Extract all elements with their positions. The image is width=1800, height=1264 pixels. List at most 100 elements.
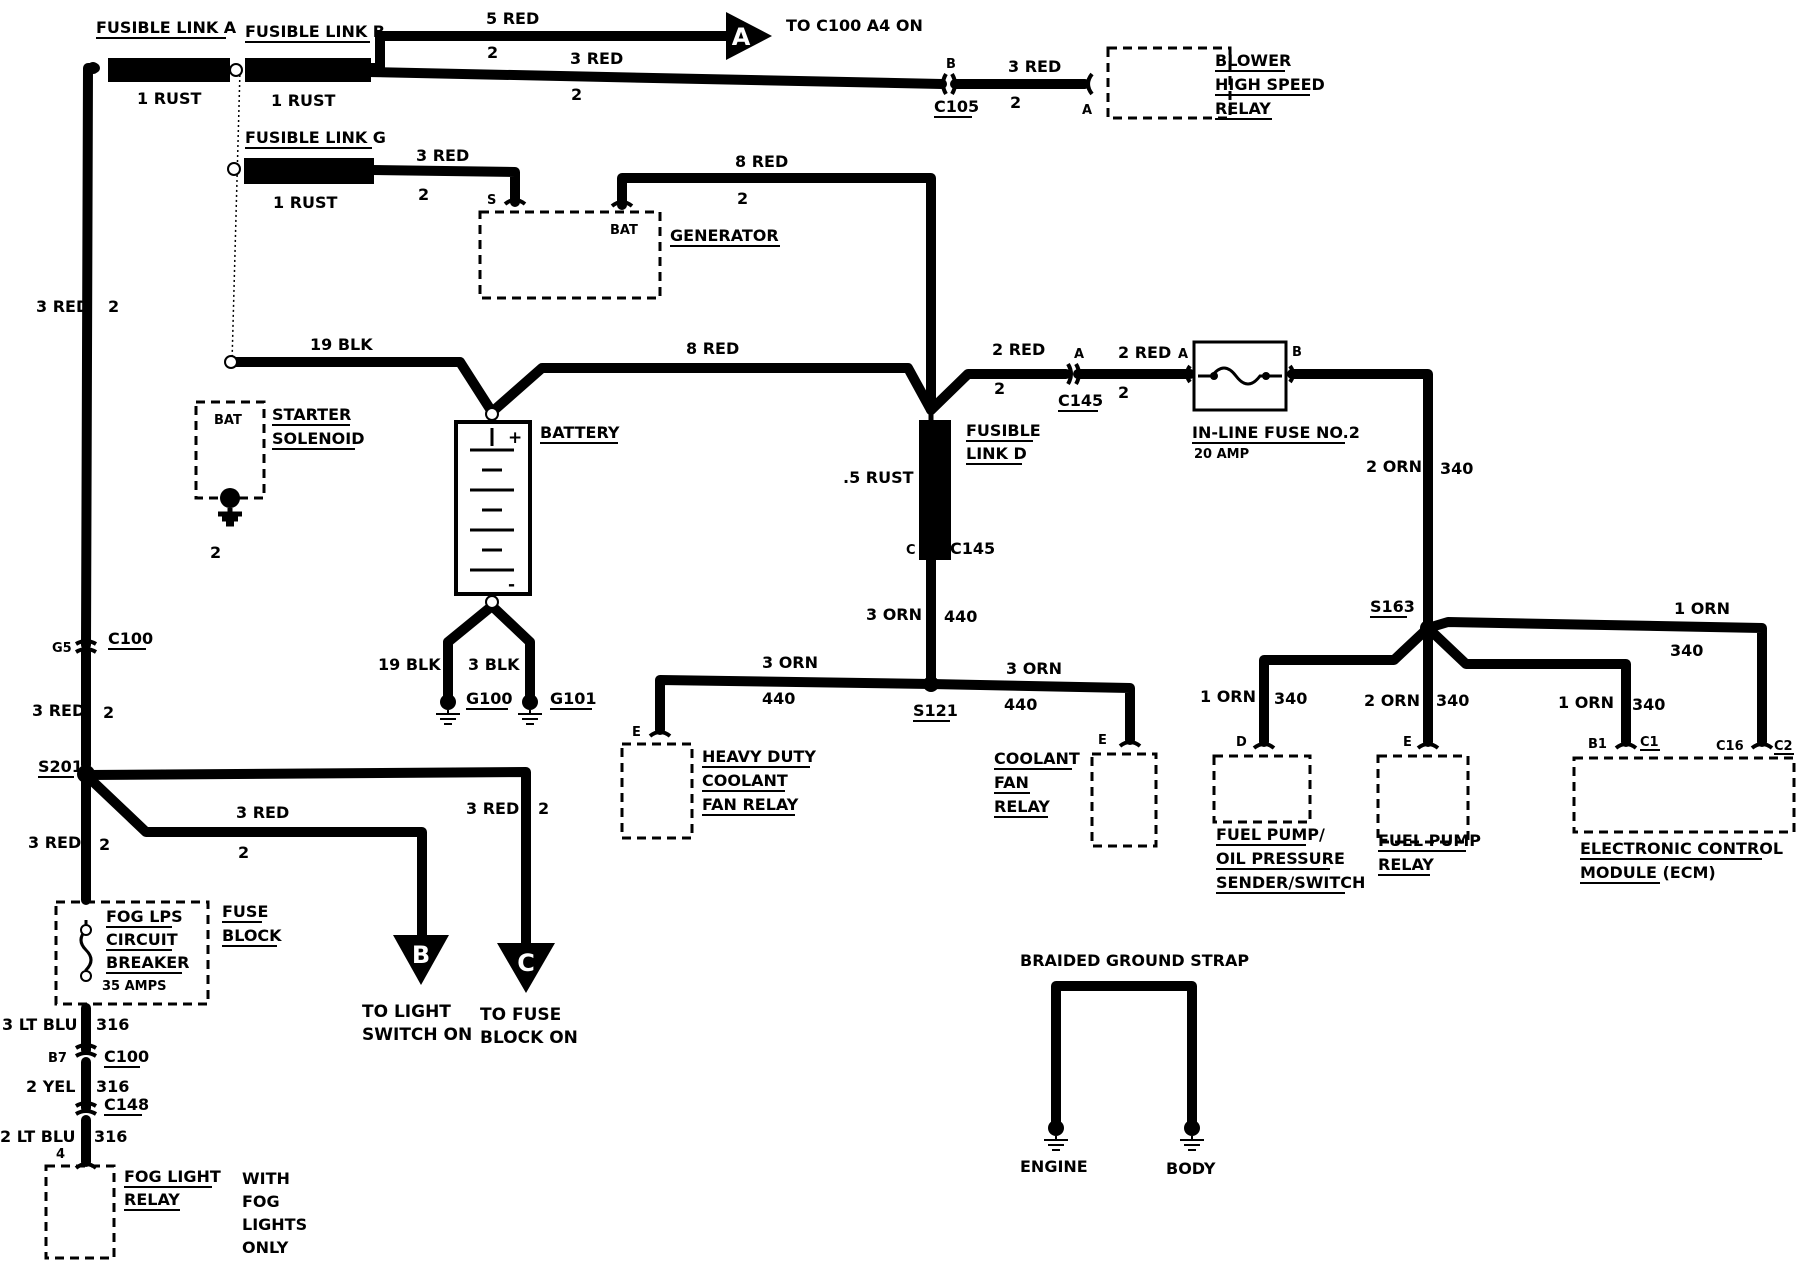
ecm-c16-orn-label: 1 ORN: [1674, 599, 1730, 618]
s201-splice: [77, 765, 95, 783]
ecm-label-1: ELECTRONIC CONTROL: [1580, 839, 1783, 858]
fan-e-pin-icon: [1118, 740, 1142, 748]
battery-label: BATTERY: [540, 423, 620, 442]
starter-label-2: SOLENOID: [272, 429, 364, 448]
c145-mid-label: C145: [950, 539, 995, 558]
five-red-label: 5 RED: [486, 9, 539, 28]
cb-label-1: FOG LPS: [106, 907, 183, 926]
red-b-label: 3 RED: [236, 803, 289, 822]
ecm-b1-orn-label: 1 ORN: [1558, 693, 1614, 712]
fp-relay-label-2: RELAY: [1378, 855, 1434, 874]
gen-s-pin: S: [487, 193, 496, 208]
wire-fan-orn: [926, 679, 1135, 745]
engine-ground-dot: [1048, 1120, 1064, 1136]
three-orn-circ: 440: [944, 607, 977, 626]
two-red-a-label: 2 RED: [992, 340, 1045, 359]
fp-relay-box: [1376, 754, 1470, 844]
wire-hd-orn: [655, 675, 936, 735]
five-red-circ: 2: [487, 43, 498, 62]
fuse-block-box: [54, 900, 210, 1006]
ecm-pin-c2: C2: [1774, 739, 1793, 754]
c100-top-label: C100: [108, 629, 153, 648]
fusible-link-a-label: FUSIBLE LINK A: [96, 18, 237, 37]
offpage-c-line2: BLOCK ON: [480, 1028, 578, 1048]
blower-relay-box: [1106, 46, 1232, 120]
red-c-circ: 2: [538, 799, 549, 818]
hd-fan-relay-box: [620, 742, 694, 840]
dotted-bus: [231, 69, 241, 363]
relay-orn-circ: 340: [1436, 691, 1469, 710]
fog-note-3: LIGHTS: [242, 1215, 307, 1234]
offpage-arrow-b: [393, 935, 449, 985]
engine-ground-icon: [1044, 1136, 1068, 1151]
offpage-c-line1: TO FUSE: [480, 1005, 561, 1025]
blower-pin-a: A: [1082, 103, 1092, 118]
lt-blu2-label: 2 LT BLU: [0, 1127, 76, 1146]
inline-fuse-rating: 20 AMP: [1194, 447, 1249, 462]
relay-orn-label: 2 ORN: [1364, 691, 1420, 710]
ecm-box: [1572, 756, 1796, 834]
c145-top-label: C145: [1058, 391, 1103, 410]
fan-pin-e: E: [1098, 733, 1107, 748]
three-red-blower-circ: 2: [571, 85, 582, 104]
fp-orn-label: 1 ORN: [1200, 687, 1256, 706]
s121-splice: [923, 676, 939, 692]
red-b-circ: 2: [238, 843, 249, 862]
g101-wire-label: 3 BLK: [468, 655, 520, 674]
three-red-blower-label: 3 RED: [570, 49, 623, 68]
offpage-connectors: A TO C100 A4 ON B TO LIGHT SWITCH ON C T…: [362, 12, 923, 1048]
wire-fp-orn: [1259, 623, 1433, 747]
starter-ground-icon: [218, 508, 242, 527]
red-c100-label: 3 RED: [32, 701, 85, 720]
starter-label-1: STARTER: [272, 405, 351, 424]
g101-ground-icon: [518, 710, 542, 725]
body-label: BODY: [1166, 1159, 1216, 1178]
g100-ground-dot: [440, 694, 456, 710]
c100-bot-label: C100: [104, 1047, 149, 1066]
two-red-b-label: 2 RED: [1118, 343, 1171, 362]
c105-label: C105: [934, 97, 979, 116]
wire-red-b: [81, 770, 427, 940]
fp-relay-label-1: FUEL PUMP: [1378, 831, 1481, 850]
gen-bat-pin-icon: [610, 200, 634, 208]
c145-pin-a: A: [1074, 347, 1084, 362]
fog-relay-label-1: FOG LIGHT: [124, 1167, 221, 1186]
offpage-a-text: TO C100 A4 ON: [786, 16, 923, 35]
link-g-wire-label: 1 RUST: [273, 193, 338, 212]
red-c100-circ: 2: [103, 703, 114, 722]
terminal-circle: [229, 63, 243, 77]
two-red-b-circ: 2: [1118, 383, 1129, 402]
c105-out-circ: 2: [1010, 93, 1021, 112]
c148-icon: [74, 1101, 98, 1116]
fog-relay-pin: 4: [56, 1147, 65, 1162]
s121-label: S121: [913, 701, 958, 720]
fusible-link-b-body: [245, 58, 371, 82]
starter-bat-terminal: BAT: [214, 413, 242, 428]
red-c-label: 3 RED: [466, 799, 519, 818]
s163-splice: [1420, 620, 1436, 636]
battery-neg-terminal: [485, 595, 499, 609]
eight-red-gen-circ: 2: [737, 189, 748, 208]
link-d-wire-label: .5 RUST: [843, 468, 914, 487]
splice-dot: [87, 62, 99, 74]
wire-8-red-gen: [617, 173, 936, 413]
battery-pos-sign: +: [508, 428, 522, 448]
fuse-block-label-1: FUSE: [222, 902, 268, 921]
battery-pos-terminal: [485, 407, 499, 421]
ecm-b1-orn-circ: 340: [1632, 695, 1665, 714]
c100-bot-icon: [74, 1043, 98, 1058]
eight-red-batt-label: 8 RED: [686, 339, 739, 358]
fan-orn-label: 3 ORN: [1006, 659, 1062, 678]
fp-orn-circ: 340: [1274, 689, 1307, 708]
two-orn-circ: 340: [1440, 459, 1473, 478]
three-orn-label: 3 ORN: [866, 605, 922, 624]
wire-8-red-batt: [487, 363, 936, 417]
inline-fuse-label: IN-LINE FUSE NO.2: [1192, 423, 1360, 442]
offpage-b-line1: TO LIGHT: [362, 1002, 451, 1022]
s163-label: S163: [1370, 597, 1415, 616]
wire-labels: 1 RUST 1 RUST 1 RUST 5 RED 2 3 RED 2 3 R…: [0, 9, 1730, 1146]
g101-ground-dot: [522, 694, 538, 710]
fp-pin-d: D: [1236, 735, 1247, 750]
c100-pin-b7: B7: [48, 1051, 67, 1066]
generator-label: GENERATOR: [670, 226, 779, 245]
